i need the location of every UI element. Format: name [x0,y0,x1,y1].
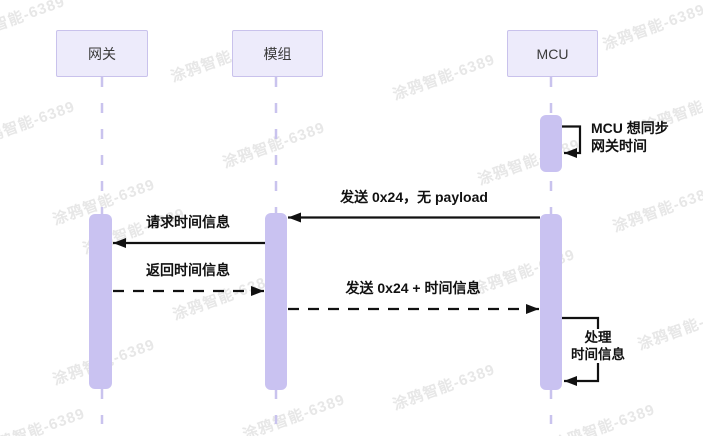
self-message-label-process: 处理 时间信息 [568,329,628,363]
watermark-text: 涂鸦智能-6389 [610,183,703,236]
watermark-text: 涂鸦智能-6389 [390,51,498,104]
watermark-text: 涂鸦智能-6389 [550,401,658,436]
message-label-send-time: 发送 0x24 + 时间信息 [345,280,481,296]
watermark-text: 涂鸦智能-6389 [635,301,703,354]
self-message-label-sync: MCU 想同步 网关时间 [591,119,669,155]
activation-bar-module [265,213,287,390]
message-label-request-time: 请求时间信息 [146,214,230,230]
message-label-return-time: 返回时间信息 [146,262,230,278]
watermark-text: 涂鸦智能-6389 [600,1,703,54]
self-message-label-process-line2: 时间信息 [571,347,625,362]
participant-box-gateway: 网关 [56,30,148,77]
watermark-text: 涂鸦智能-6389 [240,391,348,436]
self-message-label-sync-line2: 网关时间 [591,138,647,154]
watermark-text: 涂鸦智能-6389 [220,119,328,172]
self-message-label-process-line1: 处理 [584,330,612,345]
participant-label-gateway: 网关 [88,45,116,62]
message-label-send-0x24: 发送 0x24，无 payload [340,189,488,205]
self-message-label-sync-line1: MCU 想同步 [591,120,669,136]
participant-label-mcu: MCU [536,45,569,62]
activation-bar-mcu [540,214,562,390]
watermark-text: 涂鸦智能-6389 [0,98,78,151]
activation-bar-gateway [89,214,112,389]
watermark-text: 涂鸦智能-6389 [390,361,498,414]
participant-box-module: 模组 [232,30,323,77]
watermark-text: 涂鸦智能-6389 [475,136,583,189]
activation-bar-mcu-self [540,115,562,172]
participant-label-module: 模组 [263,45,292,62]
watermark-text: 涂鸦智能-6389 [0,405,88,436]
participant-box-mcu: MCU [507,30,598,77]
